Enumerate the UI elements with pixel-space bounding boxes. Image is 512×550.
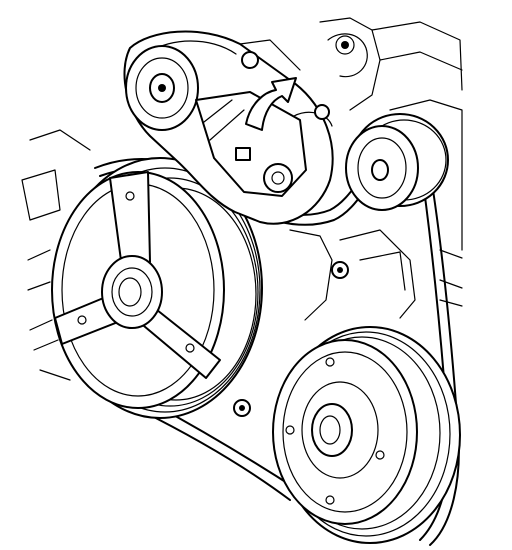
lower-pulley	[272, 326, 461, 544]
idler-pulley	[345, 113, 449, 211]
engine-block-outline	[21, 17, 463, 381]
mounting-bolts	[233, 261, 349, 417]
crankshaft-balancer	[51, 157, 263, 419]
rotation-arrow	[245, 77, 297, 131]
belt-tensioner	[123, 30, 334, 225]
